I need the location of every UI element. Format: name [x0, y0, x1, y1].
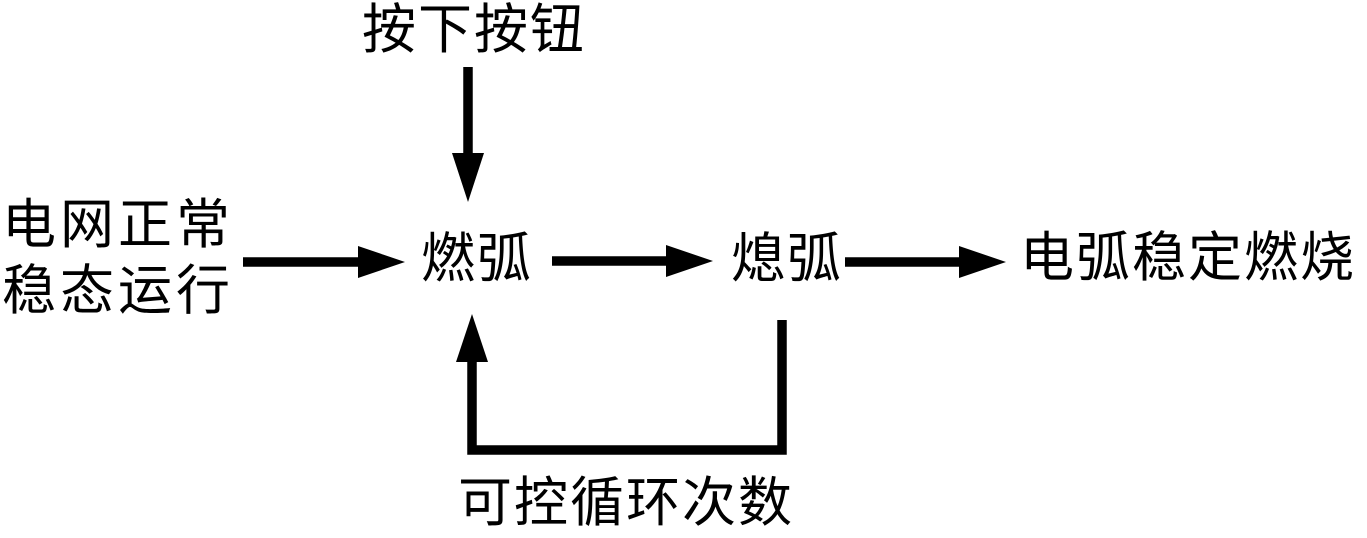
arrow-arc-extinction-to-stable-burning	[845, 246, 1006, 278]
node-grid: 电网正常 稳态运行	[2, 192, 234, 324]
node-stable-burning: 电弧稳定燃烧	[1020, 226, 1356, 289]
node-grid-line2: 稳态运行	[2, 259, 234, 322]
node-press-button: 按下按钮	[362, 0, 586, 61]
arrow-feedback-loop	[456, 314, 787, 455]
node-arc-ignition: 燃弧	[421, 227, 533, 290]
arrow-grid-to-arc-ignition	[243, 246, 405, 278]
arrow-press-button-to-arc-ignition	[452, 67, 484, 202]
node-grid-line1: 电网正常	[2, 193, 234, 256]
arrow-arc-ignition-to-arc-extinction	[552, 245, 713, 277]
node-arc-extinction: 熄弧	[731, 227, 843, 290]
node-cycle-count: 可控循环次数	[458, 471, 794, 534]
